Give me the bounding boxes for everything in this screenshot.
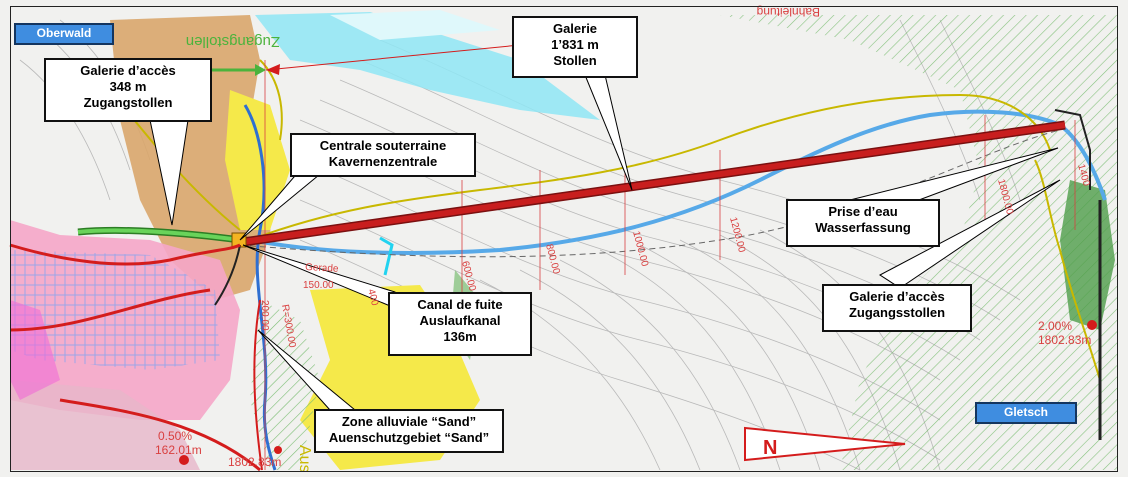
north-arrow: N <box>744 426 906 462</box>
callout-prise-eau-de: Wasserfassung <box>815 220 911 235</box>
map-label-grade-left: 0.50% <box>158 429 192 443</box>
callout-canal: Canal de fuite Auslaufkanal 136m <box>388 292 532 356</box>
callout-canal-fr: Canal de fuite <box>417 297 503 312</box>
map-label-gerade: Gerade <box>305 262 339 275</box>
callout-galerie: Galerie 1’831 m Stollen <box>512 16 638 78</box>
callout-centrale: Centrale souterraine Kavernenzentrale <box>290 133 476 177</box>
callout-galerie-acces-fr: Galerie d’accès <box>80 63 176 78</box>
north-arrow-label: N <box>763 437 777 459</box>
callout-galerie-acces-2-de: Zugangsstollen <box>848 305 946 320</box>
callout-galerie-acces-2-fr: Galerie d’accès <box>849 289 945 304</box>
callout-galerie-length: 1’831 m <box>551 37 599 52</box>
road <box>249 93 1051 241</box>
map-label-aus: Aus <box>296 445 313 473</box>
yellow-zone-upper <box>225 90 290 230</box>
map-label-grade-right: 2.00% <box>1038 319 1072 333</box>
callout-zone-alluviale-de: Auenschutzgebiet “Sand” <box>328 430 490 445</box>
callout-zone-alluviale-fr: Zone alluviale “Sand” <box>341 414 477 429</box>
callout-prise-eau-fr: Prise d’eau <box>828 204 898 219</box>
callout-prise-eau: Prise d’eau Wasserfassung <box>786 199 940 247</box>
callout-galerie-acces-de: Zugangstollen <box>83 95 173 110</box>
tailrace-canal <box>214 244 241 306</box>
callout-canal-length: 136m <box>443 329 477 344</box>
callout-galerie-acces: Galerie d’accès 348 m Zugangstollen <box>44 58 212 122</box>
callout-galerie-de: Stollen <box>553 53 597 68</box>
map-label-150: 150.00 <box>303 280 334 291</box>
callout-centrale-fr: Centrale souterraine <box>319 138 447 153</box>
callout-centrale-de: Kavernenzentrale <box>328 154 438 169</box>
map-label-elev-left: 162.01m <box>155 443 202 457</box>
place-label-oberwald: Oberwald <box>14 23 114 45</box>
callout-galerie-acces-length: 348 m <box>109 79 147 94</box>
callout-canal-de: Auslaufkanal <box>419 313 501 328</box>
light-blue-zone <box>255 12 600 120</box>
map-label-elev-right: 1802.83m <box>1038 333 1091 347</box>
callout-galerie-acces-2: Galerie d’accès Zugangsstollen <box>822 284 972 332</box>
map-label-elev-mid: 1802.83m <box>228 455 281 469</box>
map-label-200: 200.00 <box>259 300 270 331</box>
place-label-gletsch: Gletsch <box>975 402 1077 424</box>
map-label-mirror-top: Bahnleitung <box>757 5 820 19</box>
map-label-mirror-zugangstollen: Zugangstollen <box>186 33 280 50</box>
map-label-400: 400 <box>365 288 380 307</box>
callout-zone-alluviale: Zone alluviale “Sand” Auenschutzgebiet “… <box>314 409 504 453</box>
callout-galerie-fr: Galerie <box>552 21 598 36</box>
